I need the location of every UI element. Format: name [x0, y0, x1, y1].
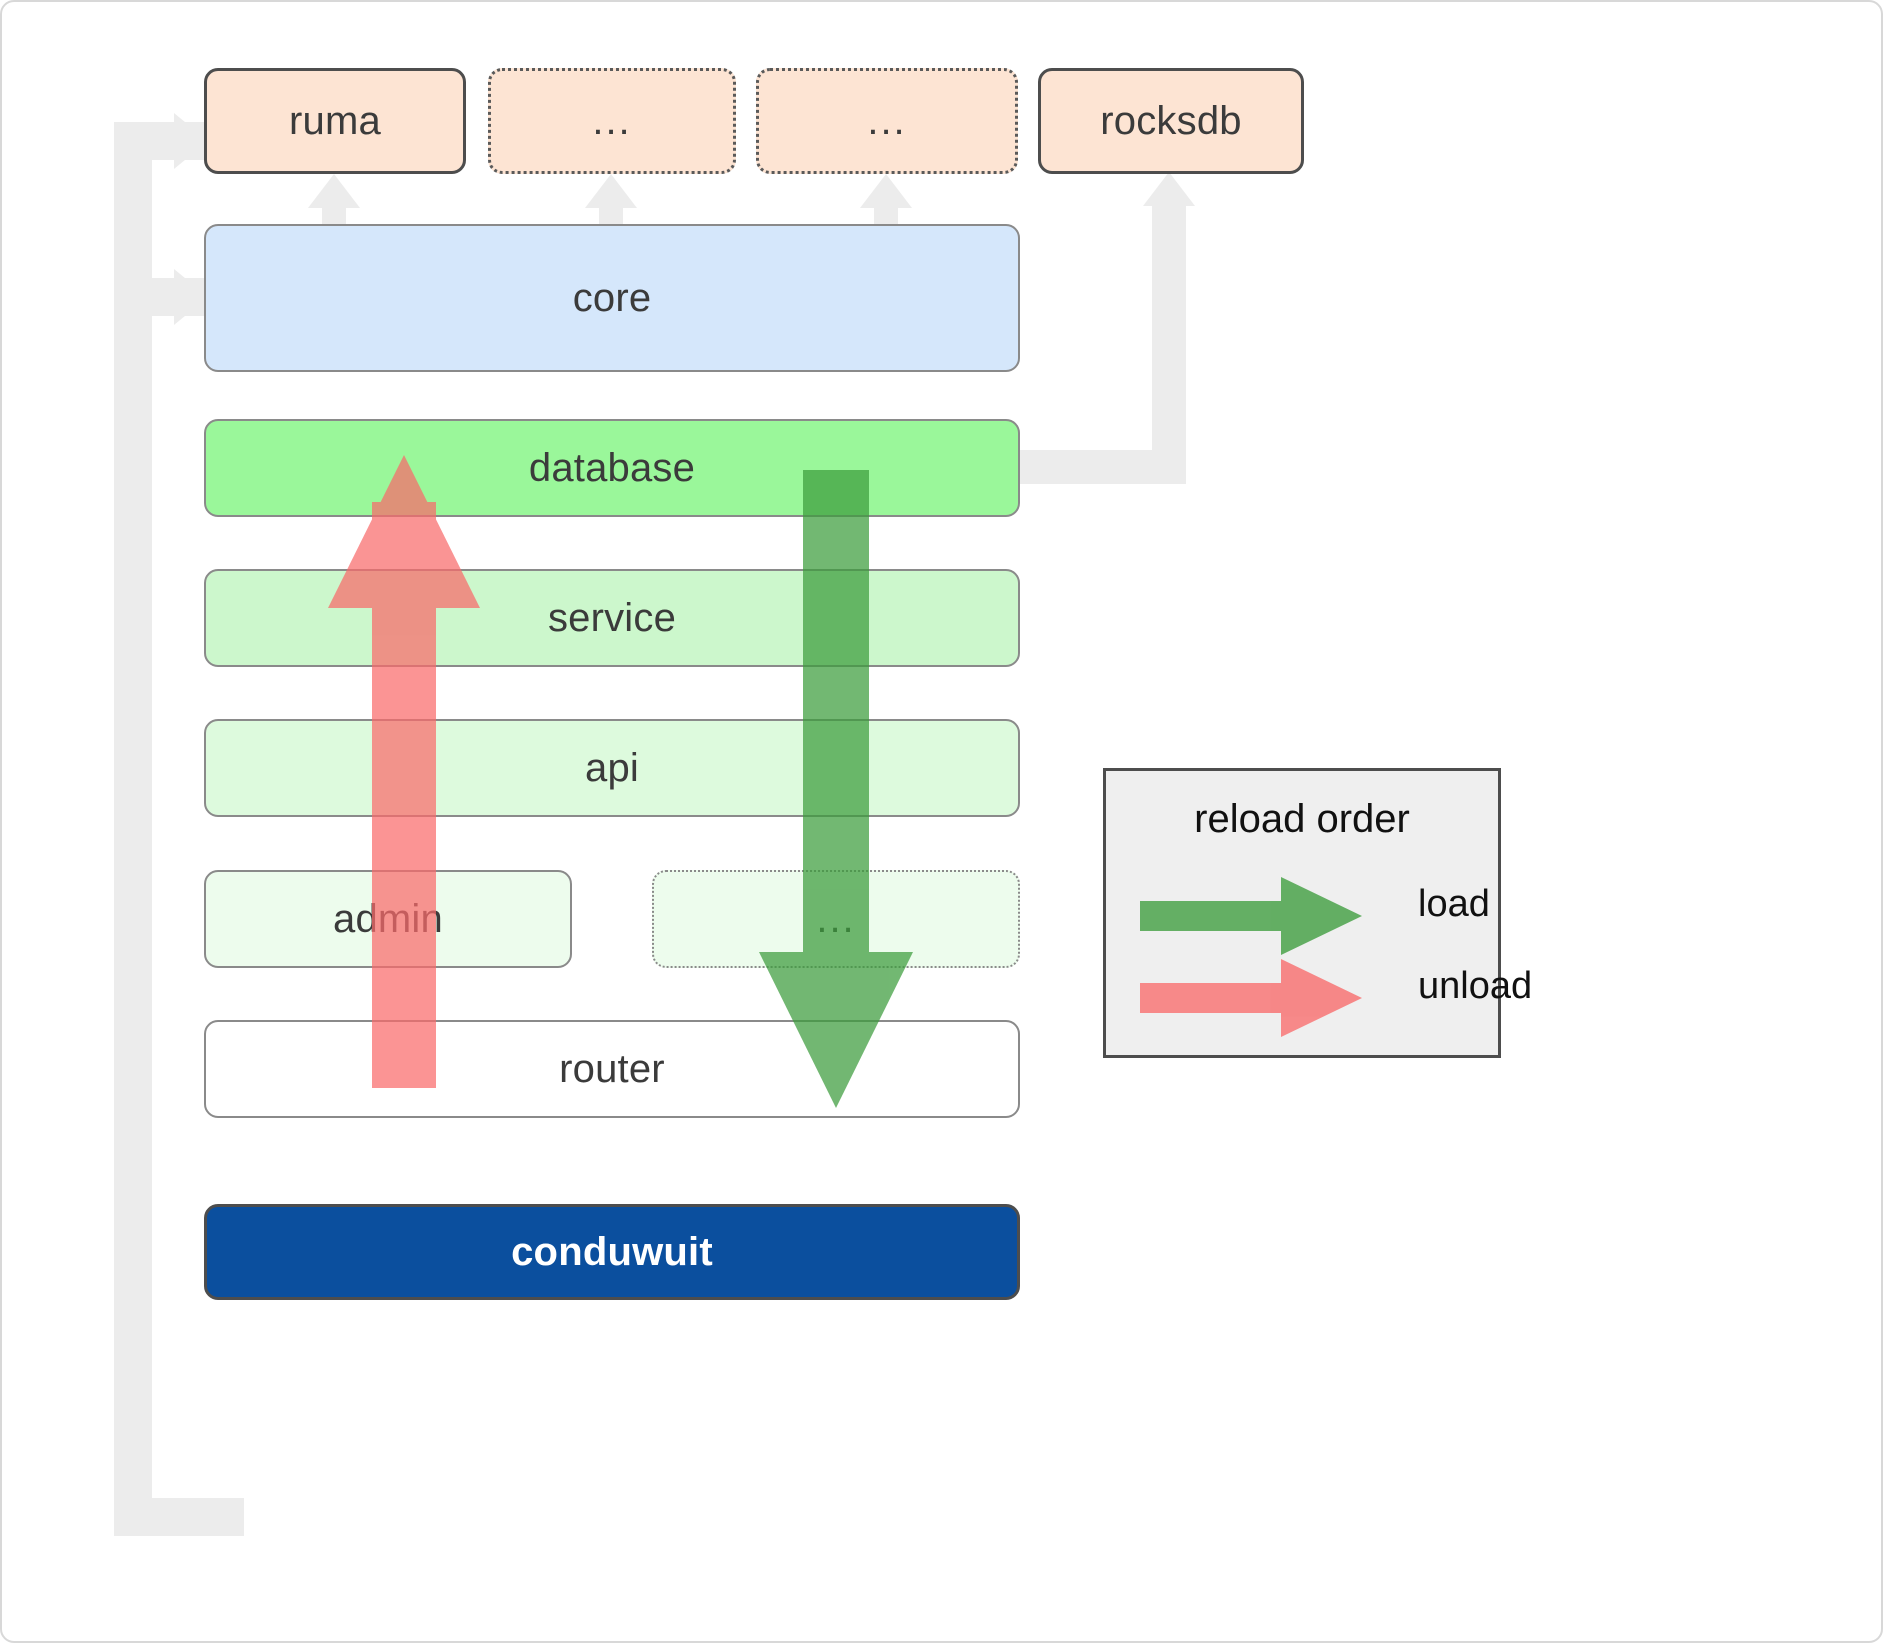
layer-box-core[interactable]: core — [204, 224, 1020, 372]
crate-box-dots-1[interactable]: ... — [488, 68, 736, 174]
dependency-arrowhead-ruma — [174, 113, 208, 169]
layer-label-core: core — [572, 275, 652, 320]
layer-box-database[interactable]: database — [204, 419, 1020, 517]
layer-label-dots-bottom: ... — [816, 897, 856, 941]
layer-label-router: router — [559, 1046, 665, 1091]
legend-label-load: load — [1418, 883, 1490, 925]
crate-label-ruma: ruma — [289, 98, 381, 143]
layer-box-service[interactable]: service — [204, 569, 1020, 667]
crate-label-dots-2: ... — [867, 99, 907, 143]
layer-label-admin: admin — [333, 896, 443, 941]
layer-box-dots-bottom[interactable]: ... — [652, 870, 1020, 968]
legend-title: reload order — [1194, 797, 1410, 841]
dependency-trunk-bottom — [114, 1498, 244, 1536]
layer-label-database: database — [528, 445, 696, 490]
crate-label-dots-1: ... — [592, 99, 632, 143]
root-box-conduwuit[interactable]: conduwuit — [204, 1204, 1020, 1300]
core-to-dots1-arrowhead — [585, 174, 637, 208]
crate-box-ruma[interactable]: ruma — [204, 68, 466, 174]
core-to-dots2-arrowhead — [860, 174, 912, 208]
root-label-conduwuit: conduwuit — [511, 1229, 713, 1274]
database-to-rocksdb-vertical — [1152, 202, 1186, 472]
layer-box-admin[interactable]: admin — [204, 870, 572, 968]
database-to-rocksdb-arrowhead — [1143, 172, 1195, 206]
dependency-arrowhead-core — [174, 269, 208, 325]
legend-unload-arrow — [1140, 959, 1362, 1037]
legend-label-unload: unload — [1418, 965, 1533, 1007]
crate-box-rocksdb[interactable]: rocksdb — [1038, 68, 1304, 174]
layer-label-service: service — [547, 595, 677, 640]
layer-box-router[interactable]: router — [204, 1020, 1020, 1118]
dependency-trunk-vertical — [114, 122, 152, 1522]
core-to-ruma-arrowhead — [308, 174, 360, 208]
crate-label-rocksdb: rocksdb — [1100, 98, 1242, 143]
legend-panel: reload order load unload — [1103, 768, 1532, 1058]
crate-box-dots-2[interactable]: ... — [756, 68, 1018, 174]
layer-label-api: api — [585, 745, 639, 790]
legend-load-arrow — [1140, 877, 1362, 955]
layer-box-api[interactable]: api — [204, 719, 1020, 817]
